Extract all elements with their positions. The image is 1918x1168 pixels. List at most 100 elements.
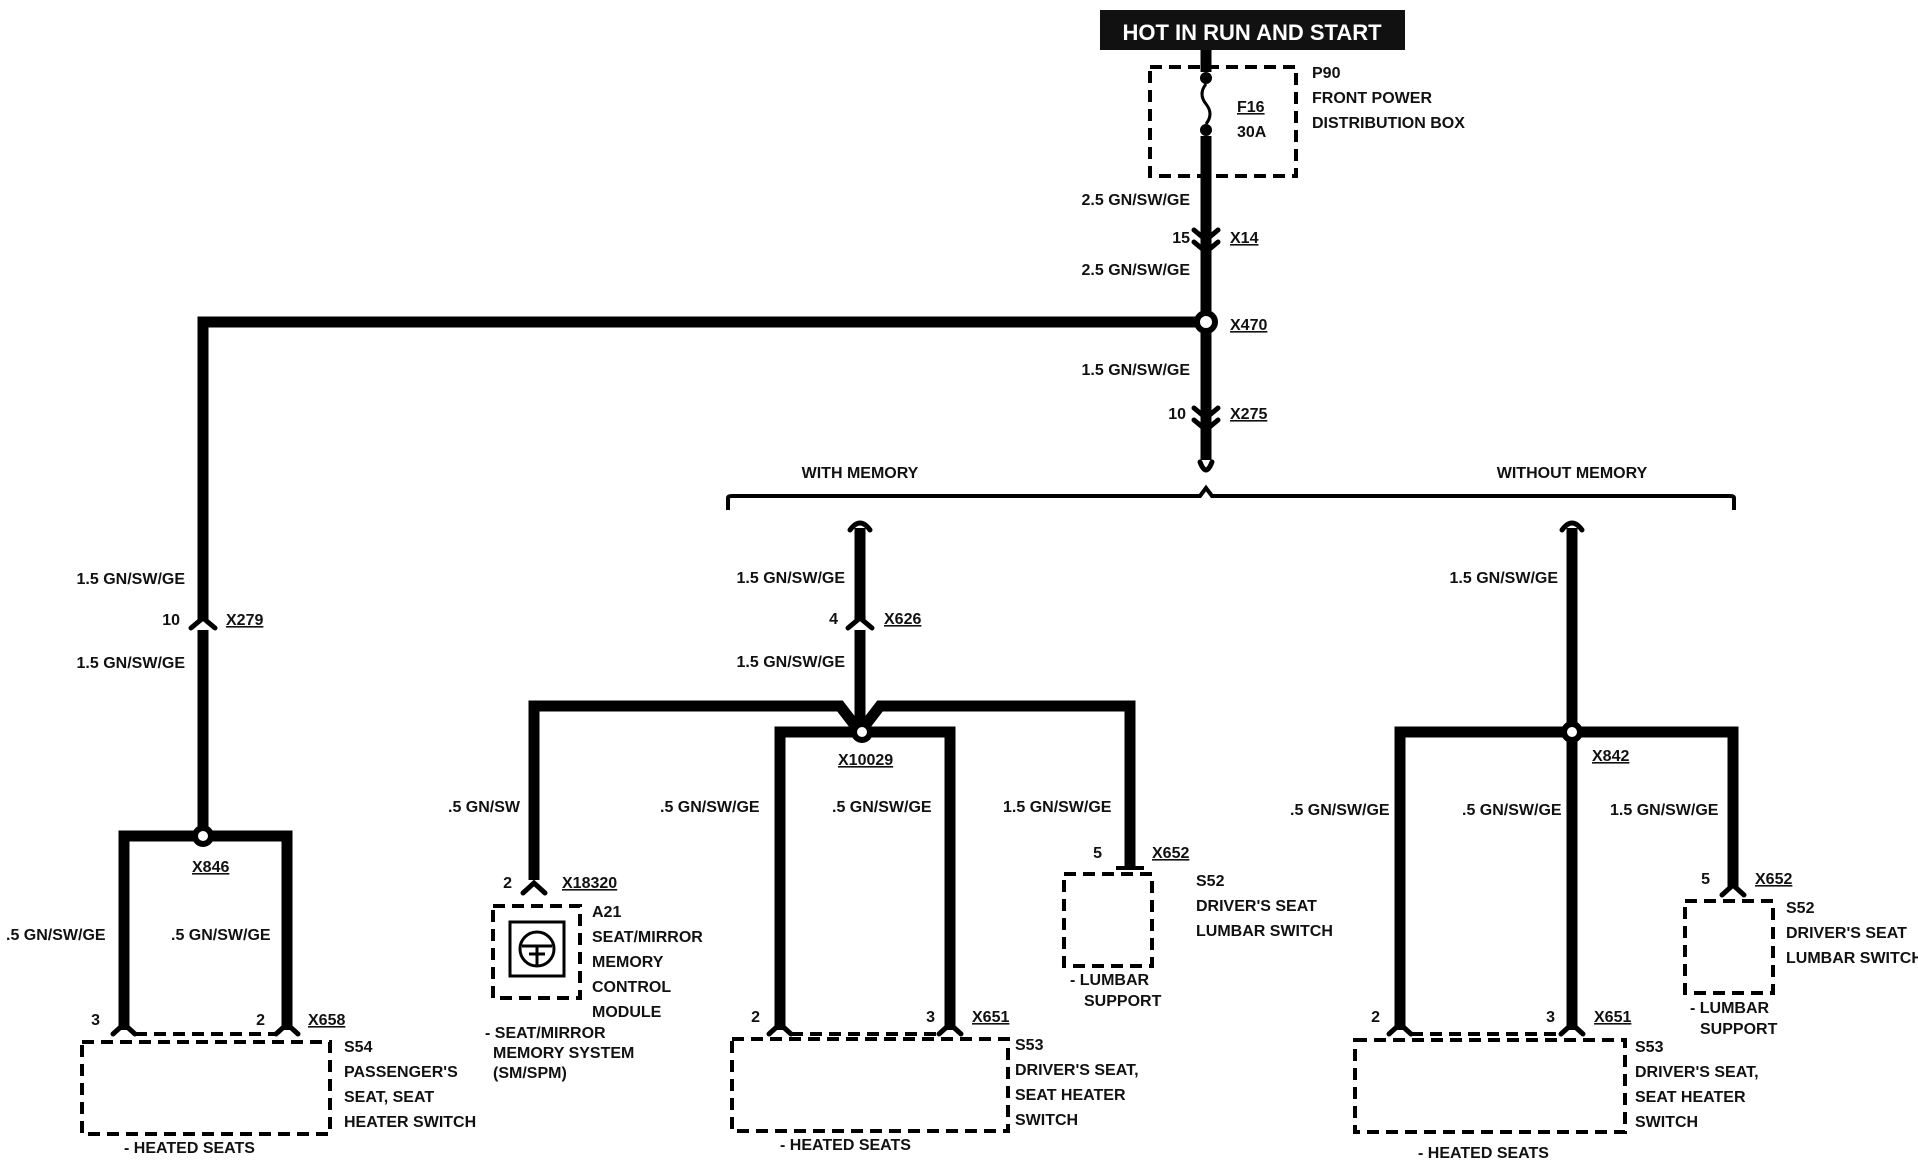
without-memory-label: WITHOUT MEMORY	[1497, 465, 1648, 482]
x275-pin: 10	[1168, 406, 1186, 423]
x470-label: X470	[1230, 317, 1267, 334]
fuse-f16-symbol	[1200, 83, 1212, 125]
module-pin: 2	[503, 875, 512, 892]
lumbar-feed-wire	[855, 700, 1136, 870]
lumbar-b-pin: 5	[1701, 871, 1710, 888]
fuse-id: F16	[1237, 99, 1265, 116]
trunk-wire-b-label: 2.5 GN/SW/GE	[1082, 262, 1191, 279]
fuse-box-id: P90	[1312, 65, 1341, 82]
trunk-break-symbol	[1197, 459, 1215, 473]
passenger-wire-left-label: .5 GN/SW/GE	[6, 927, 106, 944]
header-banner	[1100, 10, 1405, 50]
lumbar-pin: 5	[1093, 845, 1102, 862]
x18320-label: X18320	[562, 875, 617, 892]
seat-split-wire	[774, 726, 956, 1030]
with-memory-wire-bottom-label: 1.5 GN/SW/GE	[737, 654, 846, 671]
lumbar-b-system-2: SUPPORT	[1700, 1021, 1778, 1038]
x275-label: X275	[1230, 406, 1267, 423]
x842-splice	[1561, 721, 1583, 743]
passenger-wire-top-label: 1.5 GN/SW/GE	[77, 571, 186, 588]
passenger-wire-bottom-label: 1.5 GN/SW/GE	[77, 655, 186, 672]
passenger-system-label: - HEATED SEATS	[124, 1140, 255, 1157]
steering-wheel-spokes	[522, 944, 552, 965]
a21-name-4: MODULE	[592, 1004, 662, 1021]
a21-name-1: SEAT/MIRROR	[592, 929, 703, 946]
x658-connector-right	[273, 1020, 301, 1037]
s52-name-1: DRIVER'S SEAT	[1196, 898, 1317, 915]
x14-pin: 15	[1172, 230, 1190, 247]
x279-pin: 10	[162, 612, 180, 629]
x651-b-connector-right	[1558, 1020, 1586, 1037]
without-memory-wire-lumbar-label: 1.5 GN/SW/GE	[1610, 802, 1719, 819]
s53-switch-box	[730, 1037, 1010, 1133]
x651-connector-right	[936, 1020, 964, 1037]
passenger-feed-wire	[197, 316, 1206, 620]
passenger-pin-right: 2	[256, 1012, 265, 1029]
x846-label: X846	[192, 859, 229, 876]
fuse-terminal-bottom	[1200, 124, 1212, 136]
s53-b-switch-box	[1353, 1038, 1627, 1134]
x651-label: X651	[972, 1009, 1009, 1026]
s52-b-name-2: LUMBAR SWITCH	[1786, 950, 1918, 967]
x652-b-connector	[1719, 881, 1747, 898]
with-memory-wire-left-label: .5 GN/SW/GE	[660, 799, 760, 816]
x14-connector	[1191, 227, 1221, 256]
with-memory-label: WITH MEMORY	[802, 465, 919, 482]
x10029-splice	[851, 721, 873, 743]
with-memory-wire-lumbar-label: 1.5 GN/SW/GE	[1003, 799, 1112, 816]
lumbar-system-1: - LUMBAR	[1070, 972, 1150, 989]
s53-b-name-1: DRIVER'S SEAT,	[1635, 1064, 1759, 1081]
s52-b-id: S52	[1786, 900, 1815, 917]
seat-b-system-label: - HEATED SEATS	[1418, 1145, 1549, 1162]
x626-connector	[845, 614, 875, 631]
x842-label: X842	[1592, 748, 1629, 765]
module-icon-frame	[508, 920, 566, 978]
fuse-box-p90	[1148, 65, 1298, 178]
s52-id: S52	[1196, 873, 1225, 890]
x652-b-label: X652	[1755, 871, 1792, 888]
seat-pin-left: 2	[751, 1009, 760, 1026]
passenger-pin-left: 3	[91, 1012, 100, 1029]
a21-id: A21	[592, 904, 621, 921]
seat-pin-right: 3	[926, 1009, 935, 1026]
with-memory-break-symbol	[847, 520, 873, 533]
without-memory-wire-mid-label: .5 GN/SW/GE	[1462, 802, 1562, 819]
fuse-rating: 30A	[1237, 124, 1267, 141]
s53-name-3: SWITCH	[1015, 1112, 1078, 1129]
fuse-box-name-2: DISTRIBUTION BOX	[1312, 115, 1465, 132]
with-memory-wire-top-label: 1.5 GN/SW/GE	[737, 570, 846, 587]
s52-switch-box	[1062, 872, 1154, 968]
steering-wheel-icon	[518, 930, 556, 968]
module-system-2: MEMORY SYSTEM	[493, 1045, 634, 1062]
option-bracket	[726, 484, 1736, 510]
x470-splice	[1194, 310, 1218, 334]
s53-name-1: DRIVER'S SEAT,	[1015, 1062, 1139, 1079]
s54-name-2: SEAT, SEAT	[344, 1089, 434, 1106]
seat-system-label: - HEATED SEATS	[780, 1137, 911, 1154]
x279-label: X279	[226, 612, 263, 629]
s52-b-switch-box	[1683, 899, 1775, 995]
module-system-1: - SEAT/MIRROR	[485, 1025, 606, 1042]
trunk-wire-c-label: 1.5 GN/SW/GE	[1082, 362, 1191, 379]
s53-b-id: S53	[1635, 1039, 1664, 1056]
s54-switch-box	[80, 1040, 332, 1136]
without-memory-break-symbol	[1559, 520, 1585, 533]
x279-connector	[188, 614, 218, 631]
s53-b-name-2: SEAT HEATER	[1635, 1089, 1746, 1106]
without-memory-wire-top-label: 1.5 GN/SW/GE	[1450, 570, 1559, 587]
seat-b-pin-left: 2	[1371, 1009, 1380, 1026]
x10029-label: X10029	[838, 752, 893, 769]
s52-b-name-1: DRIVER'S SEAT	[1786, 925, 1907, 942]
fuse-terminal-top	[1200, 72, 1212, 84]
s53-b-name-3: SWITCH	[1635, 1114, 1698, 1131]
x652-label: X652	[1152, 845, 1189, 862]
x651-connector-left	[766, 1020, 794, 1037]
lumbar-system-2: SUPPORT	[1084, 993, 1162, 1010]
module-system-3: (SM/SPM)	[493, 1065, 567, 1082]
x14-label: X14	[1230, 230, 1259, 247]
trunk-wire-a-label: 2.5 GN/SW/GE	[1082, 192, 1191, 209]
a21-name-2: MEMORY	[592, 954, 664, 971]
lumbar-b-system-1: - LUMBAR	[1690, 1000, 1770, 1017]
x658-connector-left	[110, 1020, 138, 1037]
